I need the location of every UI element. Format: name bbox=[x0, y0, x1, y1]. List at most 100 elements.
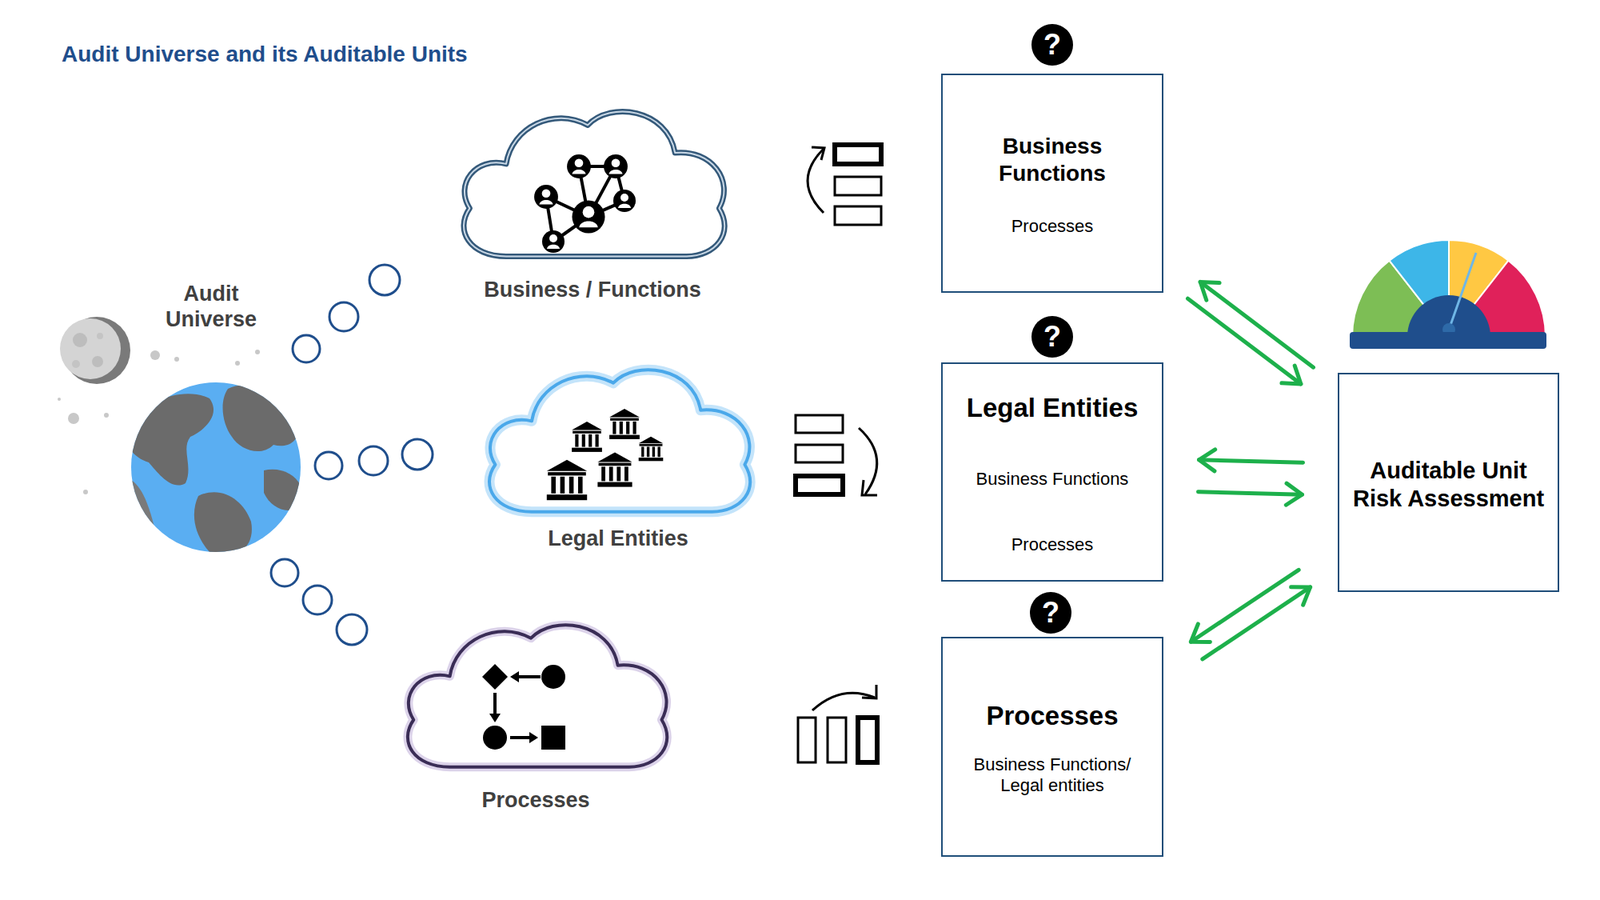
chain-circle bbox=[315, 451, 343, 479]
earth bbox=[131, 382, 301, 552]
gauge-needle bbox=[1448, 252, 1477, 330]
star-dot bbox=[150, 350, 160, 360]
cloud-outline bbox=[474, 357, 763, 521]
stack-bar bbox=[795, 414, 843, 433]
box-heading: Processes bbox=[942, 699, 1162, 732]
network-link bbox=[615, 166, 625, 201]
question-badge: ? bbox=[1029, 591, 1072, 634]
gauge-segment bbox=[1448, 239, 1509, 337]
risk-gauge bbox=[1349, 239, 1547, 349]
network-link bbox=[578, 164, 616, 168]
stack-bar bbox=[834, 206, 882, 225]
star-dot bbox=[235, 360, 240, 366]
continent bbox=[263, 469, 304, 511]
cloud-stroke bbox=[463, 111, 725, 256]
moon-crater bbox=[71, 359, 80, 368]
gauge-segment bbox=[1389, 239, 1450, 337]
person-icon bbox=[542, 230, 565, 253]
chain-circle bbox=[329, 302, 359, 332]
continent bbox=[194, 491, 252, 557]
arrow-shaft bbox=[1187, 298, 1301, 384]
flow-arrowhead bbox=[529, 731, 539, 743]
stack-bar bbox=[857, 717, 878, 763]
network-link bbox=[578, 166, 589, 217]
star-dot bbox=[57, 397, 61, 401]
arrow-head bbox=[1281, 365, 1301, 384]
stack-bar bbox=[795, 475, 843, 495]
continent bbox=[119, 479, 160, 552]
box-text: Business Functions bbox=[942, 468, 1162, 490]
stack-bar bbox=[834, 176, 882, 196]
arrow-shaft bbox=[1202, 586, 1311, 659]
cloud-node: Processes bbox=[392, 612, 679, 817]
moon-shadow bbox=[63, 316, 131, 384]
chain-circle bbox=[402, 438, 433, 470]
building-icon bbox=[571, 421, 603, 452]
network-link bbox=[588, 200, 625, 217]
gauge-hub bbox=[1407, 295, 1491, 337]
question-mark: ? bbox=[1029, 591, 1072, 634]
moon-crater bbox=[96, 332, 104, 340]
cloud-stroke bbox=[407, 624, 667, 767]
cycle-arrowhead bbox=[811, 147, 825, 160]
person-icon bbox=[603, 154, 628, 179]
earth-continents bbox=[119, 384, 304, 557]
unit-box: Legal EntitiesBusiness FunctionsProcesse… bbox=[941, 362, 1164, 582]
cycle-arrowhead bbox=[861, 479, 878, 495]
box-text: Processes bbox=[942, 534, 1162, 555]
arrow-shaft bbox=[1199, 459, 1304, 463]
flow-diamond bbox=[482, 663, 508, 690]
arrow-head bbox=[1291, 586, 1311, 606]
cloud-label: Processes bbox=[392, 786, 679, 813]
cycle-arrowhead bbox=[861, 684, 877, 699]
stack-bar bbox=[834, 144, 882, 164]
stack-bar bbox=[827, 717, 846, 763]
arrow-head bbox=[1199, 449, 1216, 471]
flow-circle bbox=[482, 725, 507, 750]
box-text: Processes bbox=[942, 215, 1162, 237]
box-heading: Business Functions bbox=[972, 132, 1133, 187]
box-heading: Auditable Unit Risk Assessment bbox=[1348, 456, 1549, 513]
star-dot bbox=[174, 356, 180, 362]
double-arrow bbox=[1190, 569, 1310, 659]
arrow-head bbox=[1285, 482, 1302, 505]
building-icon bbox=[546, 459, 587, 500]
cloud-label: Legal Entities bbox=[474, 525, 763, 551]
star-dot bbox=[255, 349, 260, 355]
stack-icon bbox=[795, 144, 882, 763]
double-arrow bbox=[1187, 281, 1313, 384]
continent bbox=[126, 393, 214, 485]
flow-arrow bbox=[510, 735, 531, 739]
cloud-outline bbox=[448, 99, 737, 266]
cycle-arrow bbox=[807, 148, 824, 213]
network-links bbox=[546, 166, 625, 242]
gauge-base bbox=[1349, 331, 1547, 349]
arrow-shaft bbox=[1197, 491, 1302, 495]
unit-box: Auditable Unit Risk Assessment bbox=[1337, 372, 1560, 592]
gauge-segment bbox=[1352, 260, 1449, 337]
flow-circle bbox=[541, 664, 566, 689]
star-dot bbox=[83, 489, 88, 495]
cloud-stroke bbox=[463, 111, 725, 256]
person-icon bbox=[613, 189, 636, 212]
question-mark: ? bbox=[1031, 23, 1074, 66]
box-text: Business Functions/ Legal entities bbox=[954, 754, 1151, 797]
universe-label: Audit Universe bbox=[147, 280, 276, 333]
diagram-title: Audit Universe and its Auditable Units bbox=[61, 41, 468, 68]
cloud-outline bbox=[392, 612, 679, 776]
network-link bbox=[546, 196, 554, 242]
chain-circle bbox=[336, 614, 368, 645]
network-link bbox=[553, 216, 589, 242]
cloud-stroke bbox=[407, 624, 667, 767]
question-badge: ? bbox=[1031, 315, 1074, 358]
network-link bbox=[546, 196, 589, 217]
stack-bar bbox=[795, 444, 843, 463]
continent bbox=[223, 384, 300, 451]
flow-arrow bbox=[516, 674, 541, 679]
building-icon bbox=[609, 408, 640, 439]
arrow-shaft bbox=[1190, 569, 1299, 642]
question-badge: ? bbox=[1031, 23, 1074, 66]
person-icon bbox=[534, 184, 559, 209]
gauge-knob bbox=[1442, 323, 1456, 336]
